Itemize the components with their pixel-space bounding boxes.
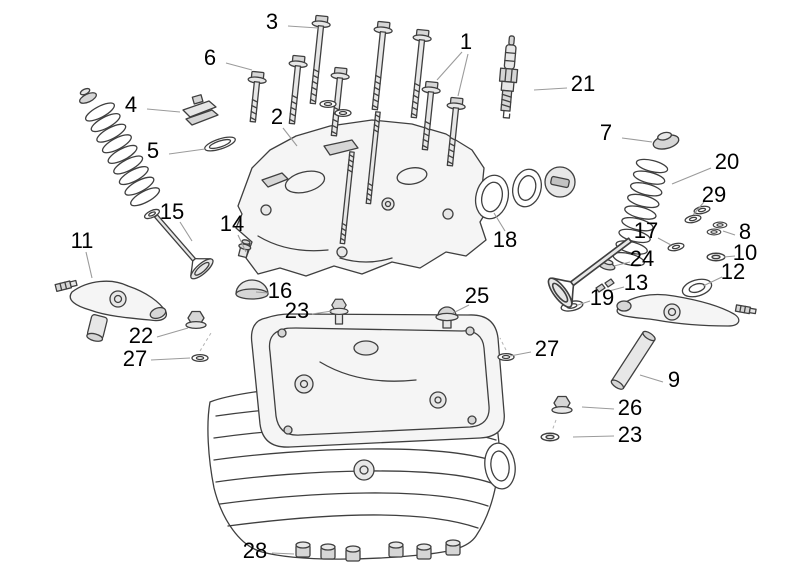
callout-15: 15 bbox=[159, 199, 185, 224]
assembly-guides bbox=[199, 332, 557, 432]
callout-18: 18 bbox=[492, 227, 518, 252]
callout-1: 1 bbox=[459, 29, 473, 54]
washer-23-right bbox=[540, 432, 560, 442]
spark-plug bbox=[498, 35, 519, 119]
cylinder-head-casting bbox=[235, 119, 493, 277]
head-base-plate bbox=[250, 311, 505, 448]
callout-24: 24 bbox=[629, 246, 655, 271]
callout-2: 2 bbox=[270, 104, 284, 129]
rocker-arm-right bbox=[616, 293, 757, 327]
leader-lines bbox=[85, 25, 736, 555]
washer-8a bbox=[712, 221, 728, 229]
callout-23-left: 23 bbox=[284, 298, 310, 323]
cap-nut-25 bbox=[435, 306, 459, 322]
callout-16: 16 bbox=[267, 278, 293, 303]
adjuster-screw-right bbox=[734, 304, 757, 315]
flange-nut-22 bbox=[185, 310, 207, 330]
washer-27-left bbox=[191, 353, 209, 363]
callout-4: 4 bbox=[124, 92, 138, 117]
rocker-shaft-9 bbox=[610, 330, 656, 390]
callout-8: 8 bbox=[738, 219, 752, 244]
o-ring-29b bbox=[683, 213, 703, 225]
small-gasket bbox=[204, 136, 236, 152]
callout-26: 26 bbox=[617, 395, 643, 420]
callout-27-left: 27 bbox=[122, 346, 148, 371]
flange-nut-26 bbox=[551, 395, 573, 415]
callout-7: 7 bbox=[599, 120, 613, 145]
callout-12: 12 bbox=[720, 259, 746, 284]
valve-seal-12 bbox=[681, 278, 713, 298]
seal-ring-17 bbox=[666, 241, 686, 253]
valve-cap-disc bbox=[544, 166, 576, 198]
washer-8b bbox=[706, 228, 722, 236]
callout-13: 13 bbox=[623, 270, 649, 295]
callout-5: 5 bbox=[146, 138, 160, 163]
callout-19: 19 bbox=[589, 285, 615, 310]
callout-23-right: 23 bbox=[617, 422, 643, 447]
callout-22: 22 bbox=[128, 323, 154, 348]
adjuster-screw-left bbox=[54, 279, 78, 293]
callout-9: 9 bbox=[667, 367, 681, 392]
callout-20: 20 bbox=[714, 149, 740, 174]
cam-holder-bracket bbox=[182, 94, 219, 126]
callout-3: 3 bbox=[265, 9, 279, 34]
callout-28: 28 bbox=[242, 538, 268, 563]
callout-21: 21 bbox=[570, 71, 596, 96]
cylinder-bore bbox=[484, 442, 516, 490]
valve-spring-retainer-right bbox=[652, 131, 680, 150]
callout-17: 17 bbox=[633, 218, 659, 243]
callout-6: 6 bbox=[203, 45, 217, 70]
valve-spring-retainer-left bbox=[79, 87, 97, 104]
callout-27-right: 27 bbox=[534, 336, 560, 361]
callout-14: 14 bbox=[219, 211, 245, 236]
dome-plug bbox=[235, 279, 269, 300]
washer-27-right bbox=[497, 352, 515, 362]
callout-25: 25 bbox=[464, 283, 490, 308]
port-gaskets bbox=[474, 168, 542, 220]
callout-11: 11 bbox=[70, 228, 94, 253]
callout-29: 29 bbox=[701, 182, 727, 207]
callout-10: 10 bbox=[732, 240, 758, 265]
flange-nut-23-left bbox=[329, 298, 349, 316]
rocker-arm-left bbox=[54, 279, 168, 342]
valve-keepers-13 bbox=[595, 278, 615, 293]
